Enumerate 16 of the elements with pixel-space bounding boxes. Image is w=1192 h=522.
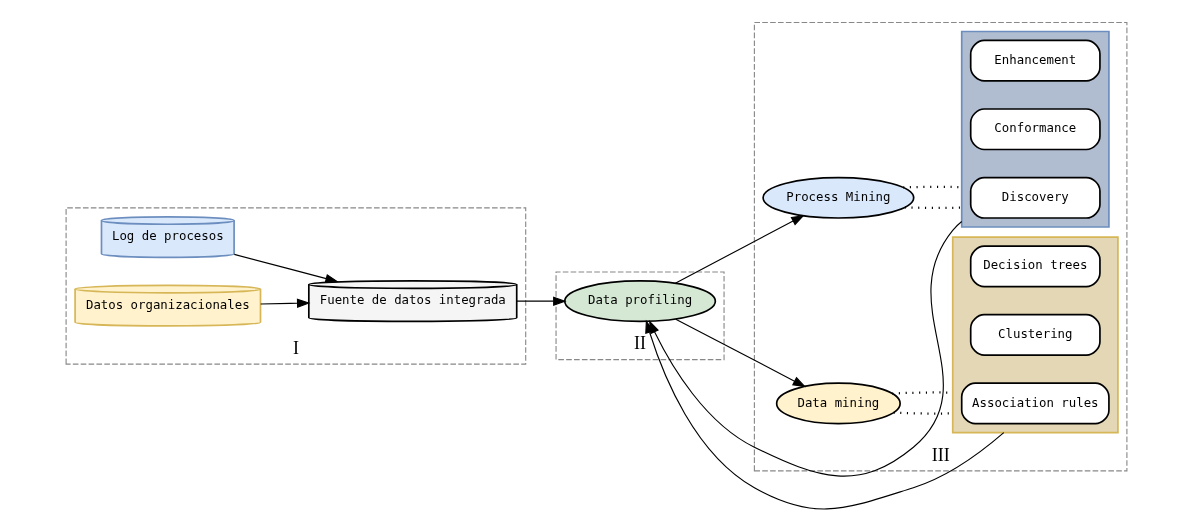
node-box: Clustering [969, 313, 1101, 356]
arrow [259, 298, 310, 308]
connector [904, 205, 962, 209]
node-ellipse: Data profiling [563, 279, 716, 322]
cluster [951, 235, 1119, 433]
arrow [515, 295, 567, 306]
node-box: Conformance [969, 107, 1101, 150]
cluster [960, 30, 1110, 228]
node-box: Decision trees [969, 244, 1101, 287]
node-ellipse: Data mining [775, 381, 901, 424]
node-box: Association rules [960, 381, 1110, 424]
arrow [674, 318, 806, 387]
node-box: Enhancement [969, 39, 1101, 82]
node-ellipse: Process Mining [761, 176, 915, 219]
node-box: Discovery [969, 176, 1101, 219]
arrow [233, 253, 339, 283]
